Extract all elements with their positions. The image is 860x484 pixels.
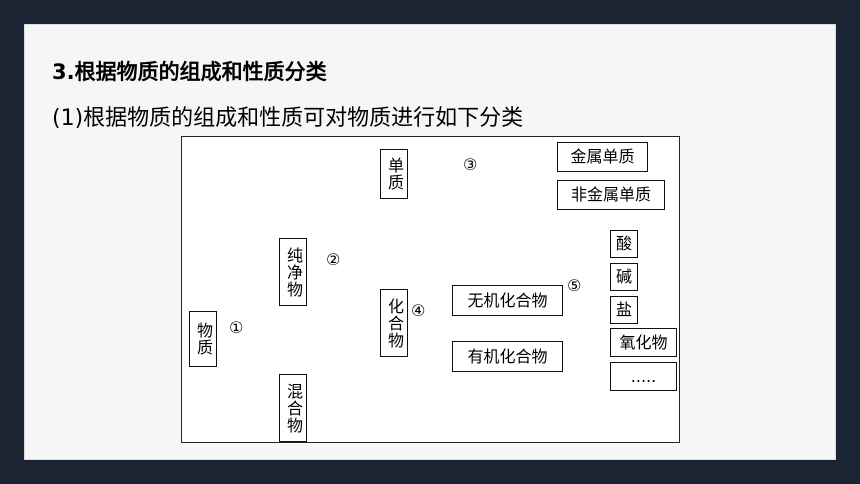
marker-5: ⑤ — [567, 276, 582, 295]
marker-4: ④ — [411, 301, 426, 320]
node-etc: ..... — [610, 362, 677, 391]
marker-3: ③ — [463, 155, 478, 174]
node-mixture: 混合物 — [279, 374, 307, 442]
node-compound: 化合物 — [380, 289, 408, 357]
node-element: 单质 — [380, 149, 408, 199]
node-nonmetal-element: 非金属单质 — [557, 180, 665, 210]
marker-1: ① — [229, 318, 244, 337]
node-salt: 盐 — [610, 296, 638, 324]
section-subheading: (1)根据物质的组成和性质可对物质进行如下分类 — [52, 106, 524, 131]
node-organic-compound: 有机化合物 — [452, 341, 563, 372]
node-substance: 物质 — [189, 311, 217, 367]
node-metal-element: 金属单质 — [557, 142, 648, 172]
node-pure-substance: 纯净物 — [279, 238, 307, 306]
node-inorganic-compound: 无机化合物 — [452, 285, 563, 316]
node-acid: 酸 — [610, 230, 638, 258]
section-heading: 3.根据物质的组成和性质分类 — [52, 60, 327, 84]
node-base: 碱 — [610, 263, 638, 291]
node-oxide: 氧化物 — [610, 328, 677, 357]
marker-2: ② — [326, 250, 341, 269]
